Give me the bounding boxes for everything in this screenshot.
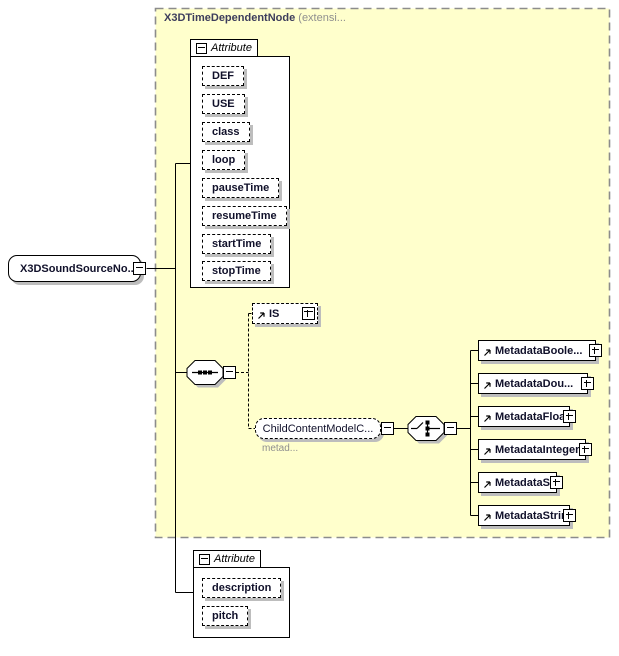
node-ChildContentModel[interactable]: ChildContentModelC...	[255, 418, 381, 439]
node-label: MetadataBoole...	[495, 344, 583, 357]
is-node-label: IS	[269, 307, 280, 320]
collapse-minus-icon[interactable]	[196, 42, 207, 54]
attribute-class[interactable]: class	[202, 122, 250, 142]
expand-plus-icon[interactable]	[563, 508, 576, 522]
attribute-DEF[interactable]: DEF	[202, 66, 244, 86]
collapse-minus-icon[interactable]	[223, 366, 236, 379]
attribute-loop[interactable]: loop	[202, 150, 246, 170]
node-label: MetadataInteger	[495, 443, 580, 456]
node-MetadataInteger[interactable]: MetadataInteger	[478, 439, 592, 460]
root-node-X3DSoundSourceNode[interactable]: X3DSoundSourceNo...	[8, 255, 141, 282]
expand-plus-icon[interactable]	[579, 442, 592, 456]
node-MetadataBoolean[interactable]: MetadataBoole...	[478, 340, 602, 361]
collapse-minus-icon[interactable]	[381, 422, 394, 435]
attribute-pauseTime[interactable]: pauseTime	[202, 178, 280, 198]
collapse-minus-icon[interactable]	[444, 422, 457, 435]
attribute-group-tab: Attribute	[190, 39, 258, 57]
child-content-annotation: metad...	[262, 443, 299, 454]
base-type-name: X3DTimeDependentNode	[164, 12, 296, 24]
child-content-label: ChildContentModelC...	[262, 422, 374, 435]
attribute-stopTime[interactable]: stopTime	[202, 261, 271, 281]
node-label: MetadataString	[495, 509, 575, 522]
collapse-minus-icon[interactable]	[133, 262, 146, 275]
reference-arrow-icon	[484, 348, 491, 356]
extension-base-title: X3DTimeDependentNode (extensi...	[164, 12, 346, 24]
attribute-USE[interactable]: USE	[202, 94, 245, 114]
attribute-resumeTime[interactable]: resumeTime	[202, 206, 287, 226]
node-label: MetadataDou...	[495, 377, 574, 390]
choice-icon	[407, 416, 447, 444]
expand-plus-icon[interactable]	[589, 343, 602, 357]
expand-plus-icon[interactable]	[550, 475, 563, 489]
sequence-icon	[186, 360, 226, 388]
node-MetadataFloat[interactable]: MetadataFloat	[478, 406, 576, 427]
expand-plus-icon[interactable]	[563, 409, 576, 423]
attribute-description[interactable]: description	[202, 578, 282, 598]
node-label: MetadataFloat	[495, 410, 569, 423]
reference-arrow-icon	[484, 414, 491, 422]
attribute-startTime[interactable]: startTime	[202, 234, 272, 254]
reference-arrow-icon	[484, 447, 491, 455]
reference-arrow-icon	[484, 513, 491, 521]
reference-arrow-icon	[258, 311, 265, 319]
node-MetadataSet[interactable]: MetadataSet	[478, 472, 563, 493]
node-MetadataString[interactable]: MetadataString	[478, 505, 576, 526]
expand-plus-icon[interactable]	[581, 376, 594, 390]
node-label: MetadataSet	[495, 476, 560, 489]
attribute-group-label: Attribute	[211, 42, 252, 54]
local-attribute-group-label: Attribute	[214, 553, 255, 565]
reference-arrow-icon	[484, 480, 491, 488]
base-type-suffix: (extensi...	[298, 12, 346, 24]
local-attribute-group-tab: Attribute	[193, 550, 261, 568]
node-IS[interactable]: IS	[252, 303, 318, 324]
node-MetadataDouble[interactable]: MetadataDou...	[478, 373, 594, 394]
expand-plus-icon[interactable]	[302, 306, 315, 320]
attribute-pitch[interactable]: pitch	[202, 606, 249, 626]
reference-arrow-icon	[484, 381, 491, 389]
root-node-label: X3DSoundSourceNo...	[20, 262, 137, 275]
collapse-minus-icon[interactable]	[199, 553, 210, 565]
